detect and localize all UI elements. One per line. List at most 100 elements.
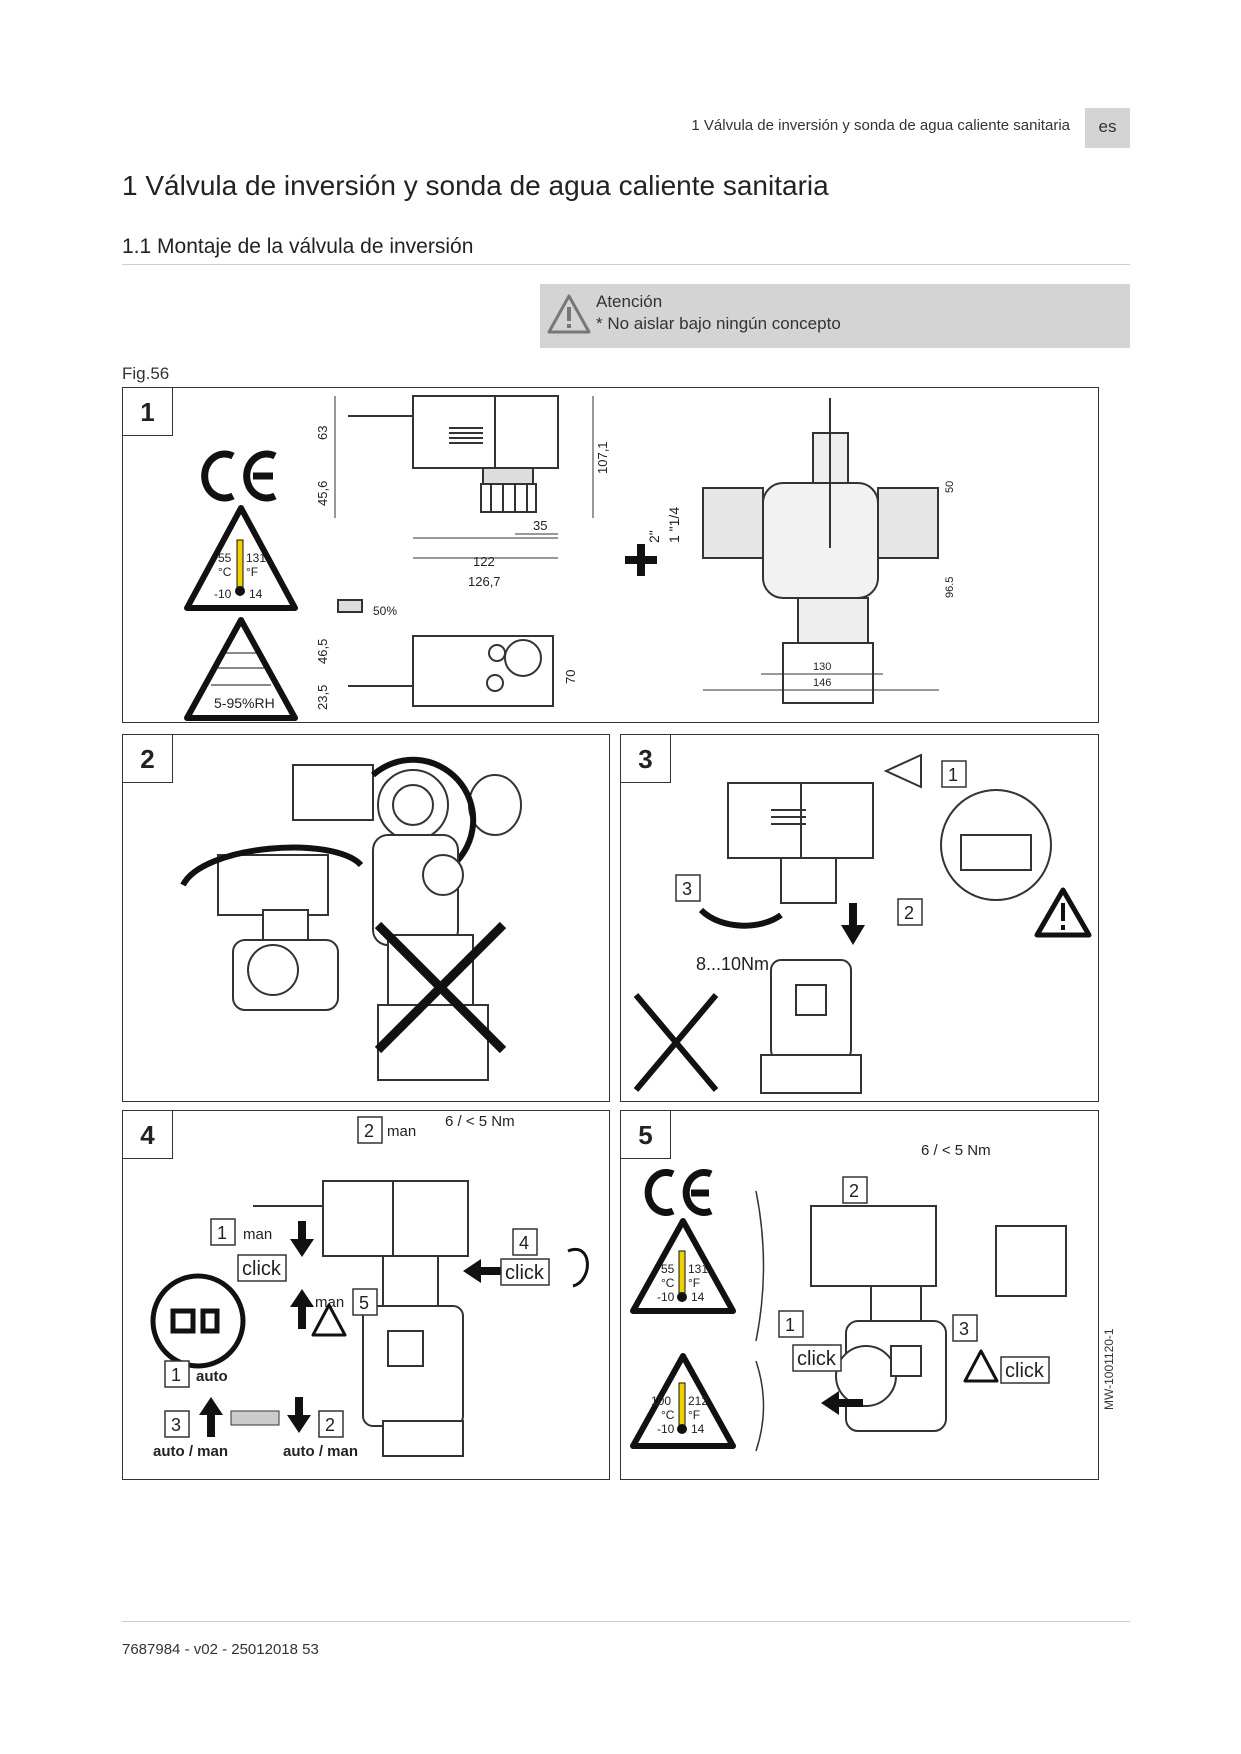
dim-122: 122 <box>473 554 495 569</box>
panel-number-2: 2 <box>123 735 173 783</box>
not-allowed-cross-icon <box>374 921 507 1054</box>
step-box-2 <box>842 1176 868 1204</box>
arrow-left-icon <box>463 1259 503 1283</box>
click-label: click <box>242 1258 282 1280</box>
language-tab: es <box>1085 108 1130 148</box>
temp1-f-min: 14 <box>691 1290 705 1304</box>
click-label-4: click <box>505 1262 545 1284</box>
step-label-3: 3 <box>682 879 692 899</box>
temp2-f-min: 14 <box>691 1422 705 1436</box>
temp1-f-unit: °F <box>688 1276 700 1290</box>
temp-f-min: 14 <box>249 587 263 601</box>
step-box-3 <box>164 1410 190 1438</box>
panel-number-1: 1 <box>123 388 173 436</box>
warning-triangle-icon <box>547 294 591 334</box>
auto-label: auto <box>196 1368 228 1385</box>
actuator-mounting-illustration <box>727 782 1052 1094</box>
step-box-3 <box>675 874 701 902</box>
step-label-3: 3 <box>171 1415 181 1435</box>
auto-man-label-left: auto / man <box>153 1443 228 1460</box>
step-box-2b <box>318 1410 344 1438</box>
plus-icon <box>625 544 657 576</box>
chapter-title: 1 Válvula de inversión y sonda de agua c… <box>122 170 829 201</box>
temp1-c-max: 55 <box>661 1262 675 1276</box>
no-wrench-icon <box>633 993 719 1092</box>
panel-4: 2 man 6 / < 5 Nm 1 man click <box>122 1110 610 1480</box>
valve-dim-146: 146 <box>813 677 831 689</box>
actuator-manual-illustration <box>253 1180 469 1457</box>
section-divider <box>122 264 1130 265</box>
eye-icon <box>883 753 922 789</box>
step-label-auto: 1 <box>171 1365 181 1385</box>
valve-cross-section <box>702 398 939 704</box>
ce-mark-icon <box>201 450 277 502</box>
dim-45-6: 45,6 <box>315 481 330 506</box>
panel-number-5: 5 <box>621 1111 671 1159</box>
step-label-1: 1 <box>785 1315 795 1335</box>
dim-70: 70 <box>563 670 578 684</box>
step-box-1 <box>778 1310 804 1338</box>
arrow-down-icon <box>290 1221 314 1257</box>
man-label-5: man <box>315 1294 344 1311</box>
temp2-c-max: 100 <box>651 1394 671 1408</box>
dim-107-1: 107,1 <box>595 441 610 474</box>
click-label-3: click <box>1005 1360 1045 1382</box>
step-box-3 <box>952 1314 978 1342</box>
footer-text: 7687984 - v02 - 25012018 53 <box>122 1641 319 1658</box>
bracket-left <box>755 1190 765 1342</box>
valve-dim-96-5: 96.5 <box>944 577 956 598</box>
temp2-f-max: 212 <box>688 1394 708 1408</box>
section-title: 1.1 Montaje de la válvula de inversión <box>122 235 474 258</box>
step-label-2: 2 <box>364 1121 374 1141</box>
temp1-f-max: 131 <box>688 1262 708 1276</box>
nut-torque-label: 6 / < 5 Nm <box>921 1142 991 1159</box>
dim-35: 35 <box>533 518 547 533</box>
valve-thread-1-1-4: 1 "1/4 <box>666 507 682 543</box>
step-label-1: 1 <box>948 765 958 785</box>
step-label-2: 2 <box>904 903 914 923</box>
caution-icon <box>963 1349 999 1383</box>
caution-icon <box>311 1303 347 1337</box>
man-label-1: man <box>243 1226 272 1243</box>
man-label: man <box>387 1123 416 1140</box>
step-box-1 <box>210 1218 236 1246</box>
step-label-3: 3 <box>959 1319 969 1339</box>
temp-c-max: 55 <box>218 551 232 565</box>
dimension-lines <box>334 396 594 559</box>
bracket-left-2 <box>755 1360 765 1452</box>
panel-3-drawing: 8...10Nm 1 2 3 <box>633 753 1092 1094</box>
dim-63: 63 <box>315 426 330 440</box>
click-box <box>237 1254 287 1282</box>
panel-number-4: 4 <box>123 1111 173 1159</box>
warning-box: Atención * No aislar bajo ningún concept… <box>540 284 1130 348</box>
temp-f-unit: °F <box>246 565 258 579</box>
panel-number-3: 3 <box>621 735 671 783</box>
hatched-block <box>230 1410 280 1426</box>
panel-1: 55 131 °C °F -10 14 5-95%RH <box>122 387 1099 723</box>
high-temperature-warning-icon: 100 212 °C °F -10 14 <box>630 1353 736 1449</box>
arrow-up-icon-3 <box>199 1397 223 1437</box>
torque-arrow-icon <box>698 907 783 929</box>
arrow-down-icon <box>841 903 865 945</box>
temp-c-unit: °C <box>218 565 232 579</box>
arrow-down-icon-2 <box>287 1397 311 1433</box>
step-label-5: 5 <box>359 1293 369 1313</box>
dim-126-7: 126,7 <box>468 574 501 589</box>
temp2-f-unit: °F <box>688 1408 700 1422</box>
humidity-label: 5-95%RH <box>214 695 275 711</box>
arrow-up-icon <box>290 1289 314 1329</box>
warning-asterisk-icon <box>1034 887 1092 938</box>
valve-dim-50: 50 <box>944 481 956 493</box>
panel-5: 55 131 °C °F -10 14 100 212 °C °F -10 14… <box>620 1110 1099 1480</box>
figure-label: Fig.56 <box>122 364 170 383</box>
valve-dim-130: 130 <box>813 661 831 673</box>
temp2-c-min: -10 <box>657 1422 675 1436</box>
temp-c-min: -10 <box>214 587 232 601</box>
dim-46-5: 46,5 <box>315 639 330 664</box>
dim-50pct: 50% <box>373 604 397 618</box>
panel-1-drawing: 55 131 °C °F -10 14 5-95%RH <box>184 395 956 721</box>
step-box-2 <box>357 1116 383 1144</box>
temp1-c-unit: °C <box>661 1276 675 1290</box>
click-box-3 <box>1000 1356 1050 1384</box>
actuator-side-view <box>348 395 559 513</box>
